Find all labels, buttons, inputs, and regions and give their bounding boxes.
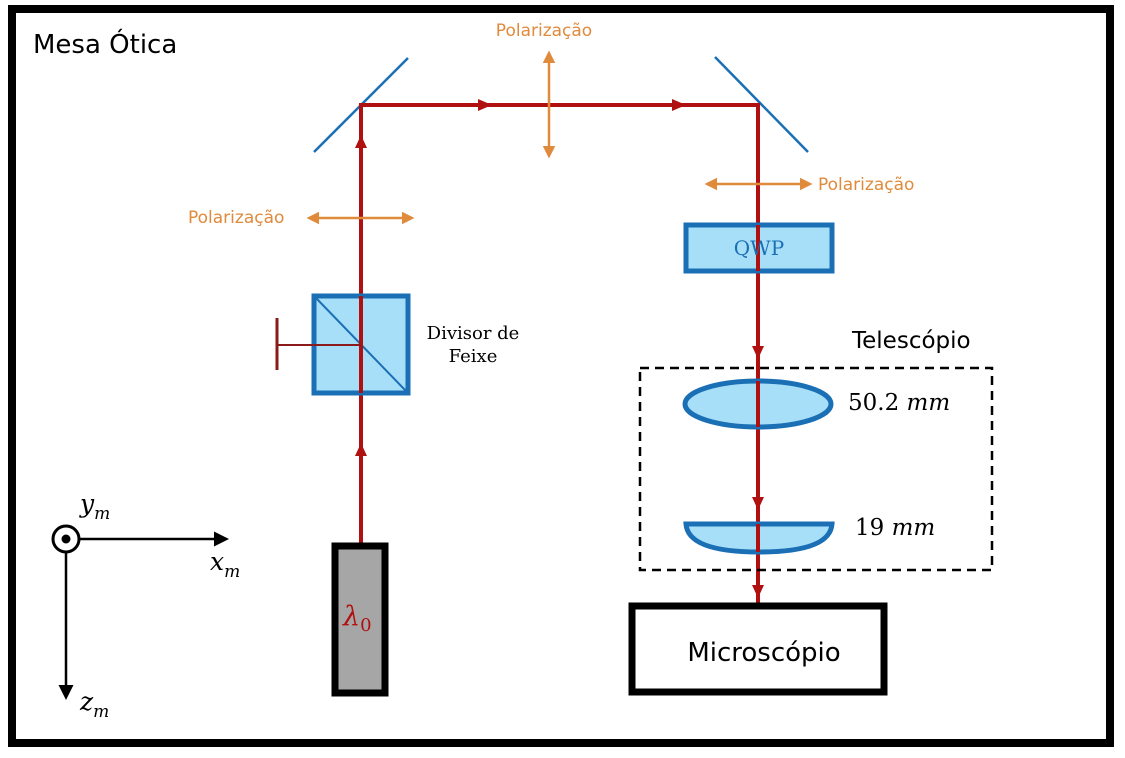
beam-arrow-right-1	[478, 99, 492, 111]
beam-arrow-right-2	[672, 99, 686, 111]
polarization-label-top: Polarização	[496, 21, 592, 41]
mirror-right	[714, 56, 809, 153]
microscope	[628, 602, 888, 696]
beam-splitter-label-line2: Feixe	[449, 346, 498, 367]
table-title: Mesa Ótica	[33, 28, 177, 60]
coordinate-axes	[51, 524, 229, 700]
beam-arrow-down-3	[752, 585, 764, 598]
beam-arrow-down-2	[752, 497, 764, 510]
beam-arrow-up-lower	[355, 443, 367, 456]
microscope-label: Microscópio	[687, 638, 840, 668]
y-axis-label: ym	[79, 489, 110, 524]
laser-wavelength-label: λ0	[342, 601, 372, 636]
beam-splitter	[275, 293, 411, 396]
beam-arrow-down-1	[752, 346, 764, 359]
beam-arrow-up-upper	[355, 135, 367, 148]
x-axis-label: xm	[210, 547, 240, 582]
z-axis-label: zm	[79, 687, 109, 722]
beam-splitter-label-line1: Divisor de	[427, 323, 520, 344]
polarization-label-right: Polarização	[818, 175, 914, 195]
lens1-focal-label: 50.2 mm	[848, 390, 950, 416]
lens2-focal-label: 19 mm	[855, 515, 935, 541]
polarization-label-left: Polarização	[188, 208, 284, 228]
table-frame	[8, 5, 1114, 747]
telescope-box	[638, 366, 994, 572]
telescope-title: Telescópio	[851, 328, 971, 354]
laser-source	[331, 542, 389, 697]
qwp-label: QWP	[734, 236, 784, 260]
